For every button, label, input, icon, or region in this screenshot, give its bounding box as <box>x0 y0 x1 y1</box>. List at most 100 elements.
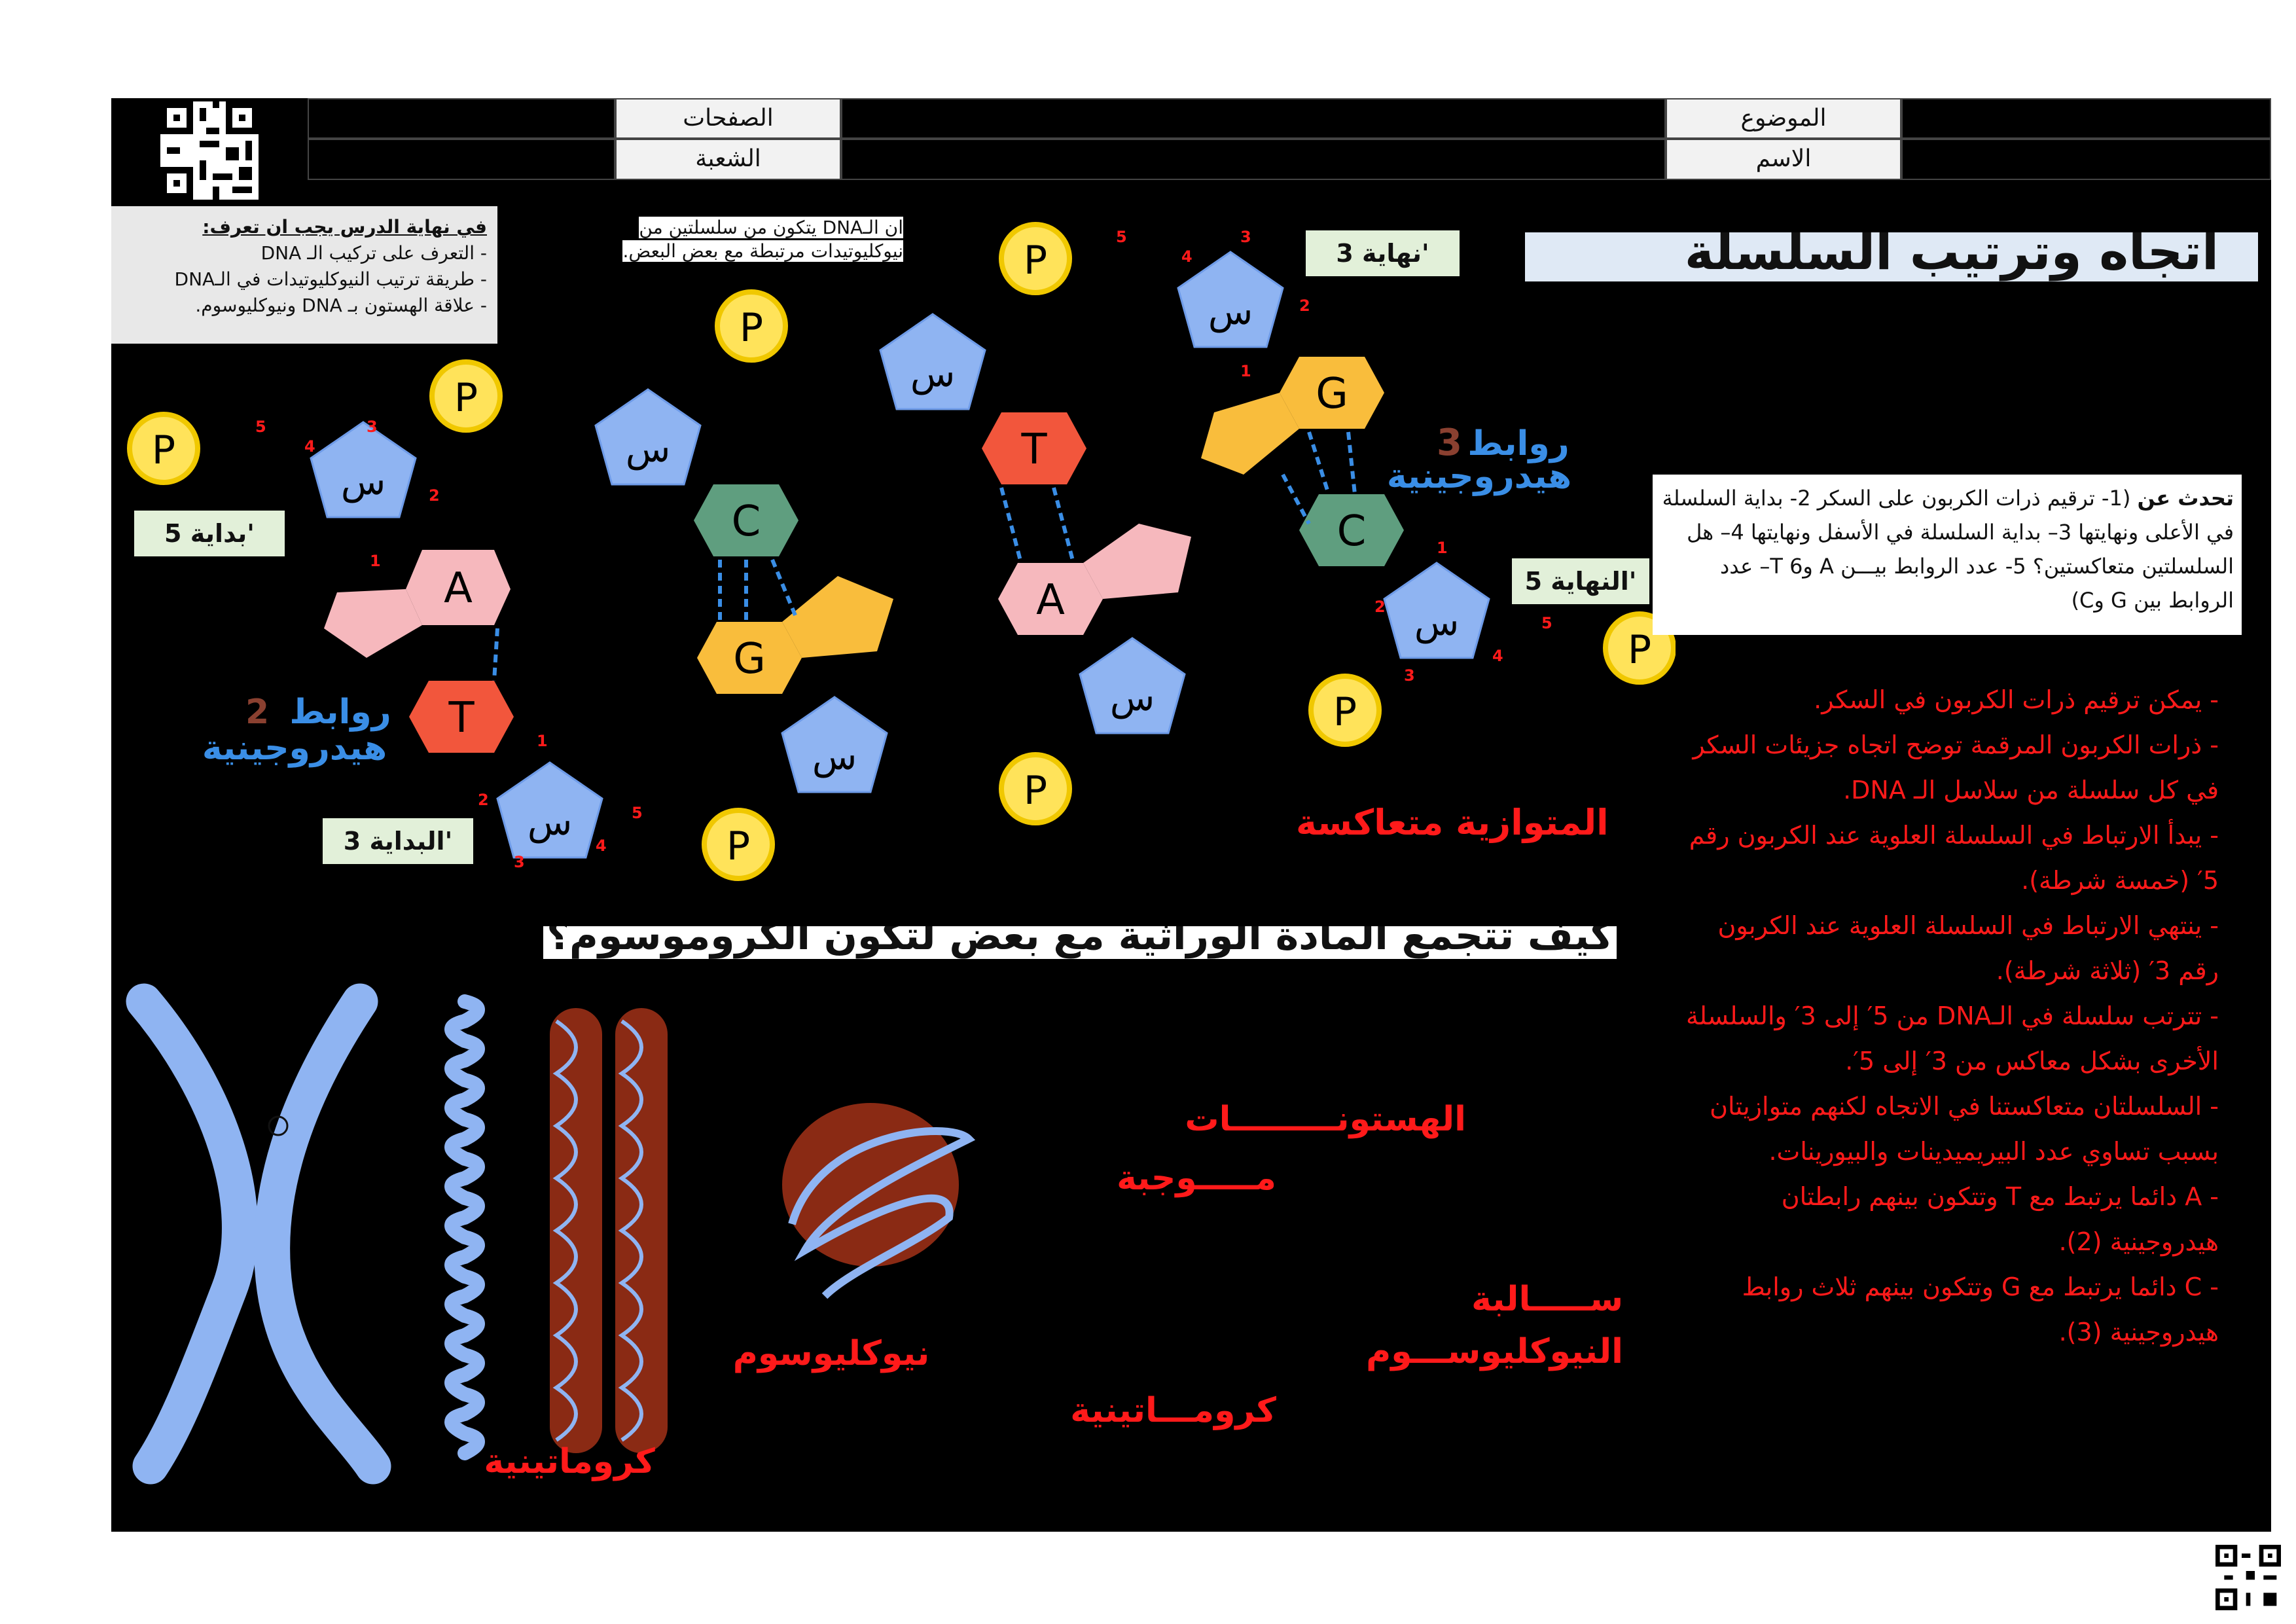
base-letter: C <box>1337 507 1367 556</box>
objectives-box: في نهاية الدرس يجب ان تعرف: - التعرف على… <box>111 206 497 344</box>
svg-text:2: 2 <box>1374 598 1386 616</box>
sugar-label: س <box>1208 291 1253 333</box>
name-label: الاسم <box>1666 139 1901 180</box>
phosphate-label: P <box>726 823 750 869</box>
chromosome-question: كيف تتجمع المادة الوراثية مع بعض لتكون ا… <box>543 926 1617 959</box>
sugar-pentagon: س <box>310 421 417 518</box>
page-title: اتجاه وترتيب السلسلة <box>1525 232 2258 281</box>
chromatin-fiber <box>550 1008 668 1453</box>
sugar-label: س <box>626 428 670 471</box>
dna-note-line: ان الـDNA يتكون من سلسلتين من <box>639 217 903 238</box>
name-right-cell[interactable] <box>1901 139 2271 180</box>
base-guanine: G <box>1201 357 1384 475</box>
phosphate-label: P <box>1628 627 1651 673</box>
objective-item: - التعرف على تركيب الـ DNA <box>260 242 487 264</box>
phosphate-circle: P <box>999 752 1072 825</box>
hbond-count: 3 <box>1437 422 1462 464</box>
base-thymine: T <box>982 412 1086 484</box>
sugar-label: س <box>1110 677 1155 719</box>
sugar-pentagon: س <box>879 313 986 410</box>
svg-text:2: 2 <box>478 791 489 809</box>
hbond-label-right: 3 روابط هيدروجينية <box>1387 422 1571 496</box>
sugar-pentagon: س <box>594 388 702 486</box>
section-value-cell[interactable] <box>308 139 615 180</box>
svg-text:1: 1 <box>370 552 381 570</box>
answer-item: - تترتب سلسلة في الـDNA من 5′ إلى 3′ وال… <box>1686 1001 2219 1075</box>
negative-label: ســـــالبة <box>1471 1280 1623 1319</box>
svg-text:5: 5 <box>632 804 643 822</box>
subject-value-cell[interactable] <box>841 98 1666 139</box>
svg-text:1: 1 <box>1437 539 1448 557</box>
subject-right-cell[interactable] <box>1901 98 2271 139</box>
centromere-mark <box>268 1115 289 1136</box>
base-adenine: A <box>324 550 511 658</box>
chromosome-illustration: كروماتينية نيوكليوسوم <box>126 983 976 1485</box>
phosphate-circle: P <box>127 412 200 485</box>
dna-note: ان الـDNA يتكون من سلسلتين من نيوكليوتيد… <box>550 216 903 263</box>
phosphate-label: P <box>1024 238 1047 283</box>
base-letter: A <box>444 564 473 613</box>
phosphate-label: P <box>152 427 175 473</box>
subject-label: الموضوع <box>1666 98 1901 139</box>
tag-start-5prime: بداية 5' <box>134 511 285 556</box>
base-letter: T <box>1020 425 1047 474</box>
chromosome-x <box>126 983 391 1485</box>
sugar-label: س <box>528 801 572 844</box>
svg-text:5: 5 <box>1116 228 1127 246</box>
hbond-word: هيدروجينية <box>1387 457 1571 496</box>
svg-text:2: 2 <box>429 486 440 505</box>
name-value-cell[interactable] <box>841 139 1666 180</box>
tag-end-3prime: نهاية 3' <box>1306 230 1460 276</box>
phosphate-label: P <box>454 375 478 421</box>
base-guanine: G <box>697 576 893 694</box>
tag-start-3prime: البداية 3' <box>323 818 473 864</box>
sugar-pentagon: س <box>1177 251 1284 348</box>
pages-value-cell[interactable] <box>308 98 615 139</box>
answer-item: - ذرات الكربون المرقمة توضح اتجاه جزيئات… <box>1693 731 2219 804</box>
hbond-label-left: 2 روابط هيدروجينية <box>202 693 391 768</box>
hydrogen-bonds <box>492 431 1357 681</box>
phosphate-circle: P <box>429 359 503 433</box>
questions-text: (1- ترقيم ذرات الكربون على السكر 2- بداي… <box>1662 486 2234 613</box>
phosphate-label: P <box>1333 689 1357 735</box>
answer-item: - يمكن ترقيم ذرات الكربون في السكر. <box>1814 685 2219 714</box>
answer-item: - A دائما يرتبط مع T وتتكون بينهم رابطتا… <box>1781 1182 2219 1256</box>
nucleosome-label-right: النيوكليوســـوم <box>1366 1332 1623 1371</box>
questions-box: تحدث عن (1- ترقيم ذرات الكربون على السكر… <box>1653 475 2242 635</box>
sugar-pentagon: س <box>781 696 888 793</box>
svg-text:1: 1 <box>537 732 548 750</box>
dna-diagram: P P P P P P P P س س س س س س س س A T C G … <box>127 222 1676 881</box>
objectives-heading: في نهاية الدرس يجب ان تعرف: <box>202 216 487 238</box>
base-letter: G <box>1316 370 1348 418</box>
hbond-word: روابط <box>289 693 391 732</box>
coiled-chromatin <box>444 994 485 1460</box>
phosphate-circle: P <box>702 808 775 881</box>
phosphate-circle: P <box>999 222 1072 295</box>
tag-end-5prime: النهاية 5' <box>1512 558 1649 604</box>
phosphate-circle: P <box>1308 674 1382 747</box>
header-table: الصفحات الموضوع الشعبة الاسم <box>308 98 2271 180</box>
objective-item: - طريقة ترتيب النيوكليوتيدات في الـDNA <box>174 268 487 290</box>
answer-item: - يبدأ الارتباط في السلسلة العلوية عند ا… <box>1689 821 2219 895</box>
hbond-word: روابط <box>1467 424 1569 463</box>
base-adenine: A <box>998 524 1191 635</box>
sugar-label: س <box>812 736 857 778</box>
hbond-word: هيدروجينية <box>202 729 387 768</box>
hbond-count: 2 <box>245 693 269 732</box>
chromatin-label-right: كرومـــاتينية <box>1070 1391 1276 1430</box>
answer-item: - ينتهي الارتباط في السلسلة العلوية عند … <box>1717 911 2219 985</box>
positive-label: مـــــوجبة <box>1117 1159 1276 1198</box>
svg-text:4: 4 <box>1181 247 1193 266</box>
phosphate-label: P <box>740 305 763 351</box>
sugar-label: س <box>910 353 955 395</box>
sugar-pentagon: س <box>496 761 603 859</box>
pages-label: الصفحات <box>615 98 841 139</box>
questions-lead: تحدث عن <box>2137 486 2234 511</box>
antiparallel-label: المتوازية متعاكسة <box>1296 802 1609 843</box>
svg-text:4: 4 <box>304 437 315 456</box>
svg-text:5: 5 <box>255 418 266 436</box>
nucleosome <box>782 1103 976 1299</box>
svg-text:4: 4 <box>596 837 607 855</box>
sugar-pentagon: س <box>1383 562 1490 659</box>
dna-note-line: نيوكليوتيدات مرتبطة مع بعض البعض. <box>622 240 903 262</box>
